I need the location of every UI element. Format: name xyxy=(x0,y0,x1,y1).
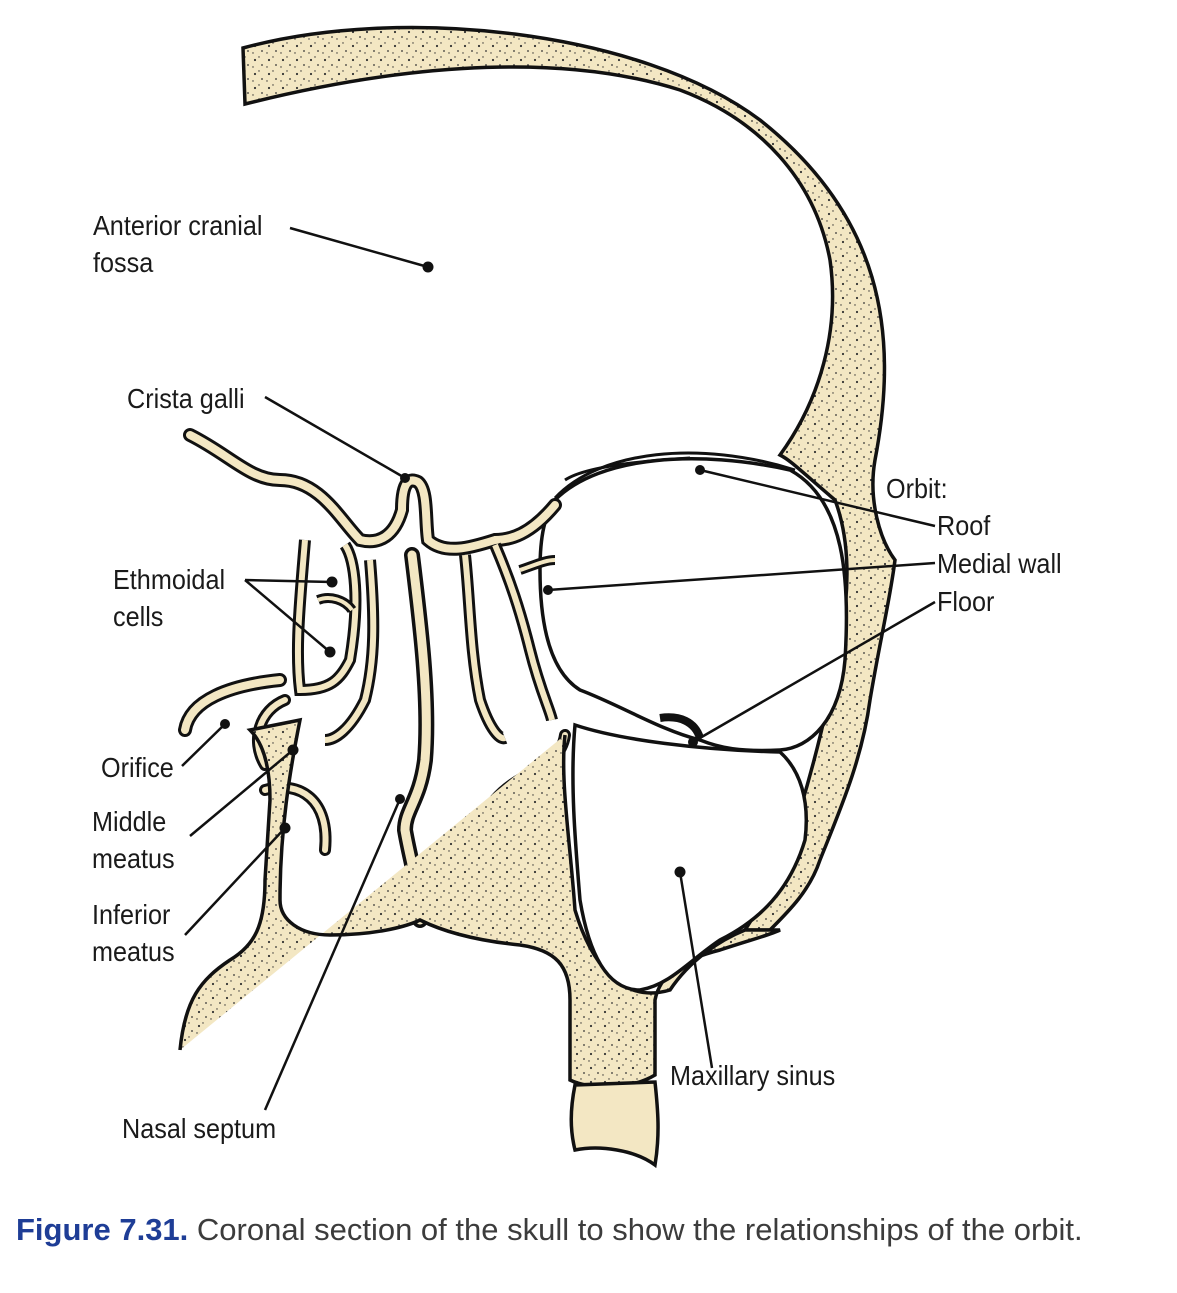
label-anterior-cranial-fossa: Anterior cranial fossa xyxy=(93,207,262,281)
label-inferior-meatus-line2: meatus xyxy=(92,936,175,967)
label-orbit: Orbit: xyxy=(886,473,948,504)
label-inferior-meatus-line1: Inferior xyxy=(92,899,171,930)
maxillary-sinus-cavity xyxy=(571,722,808,992)
leader-dots xyxy=(220,261,705,878)
orbit-roof-plate xyxy=(553,451,796,500)
label-anterior-cranial-fossa-line1: Anterior cranial xyxy=(93,210,263,241)
label-ethmoidal-cells-line1: Ethmoidal xyxy=(113,564,226,595)
nasal-floor-bone xyxy=(178,717,781,1089)
figure-caption-text: Coronal section of the skull to show the… xyxy=(196,1212,1083,1247)
tooth xyxy=(569,1080,660,1169)
crista-galli-bone xyxy=(183,428,562,556)
label-inferior-meatus: Inferior meatus xyxy=(92,896,175,970)
label-roof: Roof xyxy=(937,510,991,541)
label-ethmoidal-cells-line2: cells xyxy=(113,601,164,632)
label-maxillary-sinus: Maxillary sinus xyxy=(670,1060,836,1091)
ethmoidal-cell-walls xyxy=(291,539,558,746)
figure-caption: Figure 7.31. Coronal section of the skul… xyxy=(16,1212,1083,1248)
orbit-medial-wall-plate xyxy=(564,456,691,482)
label-ethmoidal-cells: Ethmoidal cells xyxy=(113,561,225,635)
leader-lines xyxy=(181,226,936,1111)
label-anterior-cranial-fossa-line2: fossa xyxy=(93,247,154,278)
label-nasal-septum: Nasal septum xyxy=(122,1113,277,1144)
figure-number: Figure 7.31. xyxy=(16,1212,189,1247)
label-medial-wall: Medial wall xyxy=(937,548,1062,579)
orbit-floor-process xyxy=(659,713,704,740)
label-middle-meatus: Middle meatus xyxy=(92,803,175,877)
label-middle-meatus-line1: Middle xyxy=(92,806,167,837)
label-middle-meatus-line2: meatus xyxy=(92,843,175,874)
label-crista-galli: Crista galli xyxy=(127,383,245,414)
orbit-cavity xyxy=(538,457,849,753)
label-floor: Floor xyxy=(937,586,995,617)
label-orifice: Orifice xyxy=(101,752,174,783)
